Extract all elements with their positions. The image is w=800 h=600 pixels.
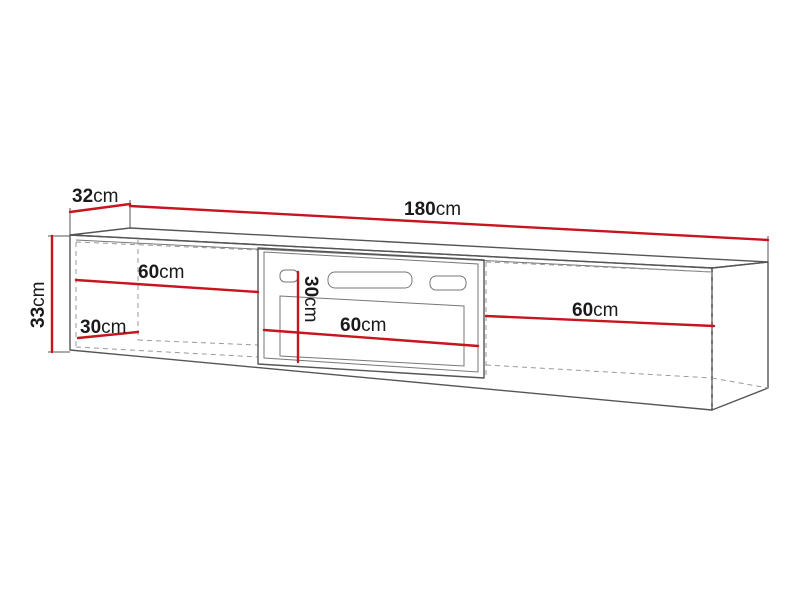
label-right-width: 60cm [572, 300, 618, 321]
left-compartment [75, 240, 259, 358]
dim-line-depth-top [68, 202, 132, 214]
right-compartment [485, 261, 769, 408]
center-door-inner [263, 251, 479, 373]
cabinet-right-face [711, 261, 769, 411]
cabinet-inner-edge [75, 239, 713, 273]
label-length-top: 180cm [404, 199, 461, 220]
dimension-lines [50, 202, 770, 364]
vent-slot-right [429, 275, 467, 291]
vent-slot-middle [327, 271, 413, 289]
dimension-labels: 32cm 180cm 33cm 60cm 30cm 30cm 60cm 60cm [28, 186, 618, 338]
dim-line-center-width [262, 328, 480, 348]
center-door-frame [257, 247, 485, 379]
label-depth-top: 32cm [72, 186, 118, 207]
label-center-height: 30cm [300, 276, 321, 322]
dim-line-length-top [128, 204, 770, 242]
dim-line-left-width [74, 278, 260, 294]
dim-line-left-depth [76, 330, 140, 340]
label-center-width: 60cm [340, 315, 386, 336]
cabinet-outline [69, 227, 769, 411]
label-left-width: 60cm [138, 262, 184, 283]
dim-line-right-width [484, 314, 716, 328]
label-left-depth: 30cm [80, 317, 126, 338]
label-height: 33cm [28, 282, 49, 328]
center-door [257, 247, 485, 379]
inner-opening [279, 295, 465, 367]
vent-slot-left [279, 269, 299, 283]
